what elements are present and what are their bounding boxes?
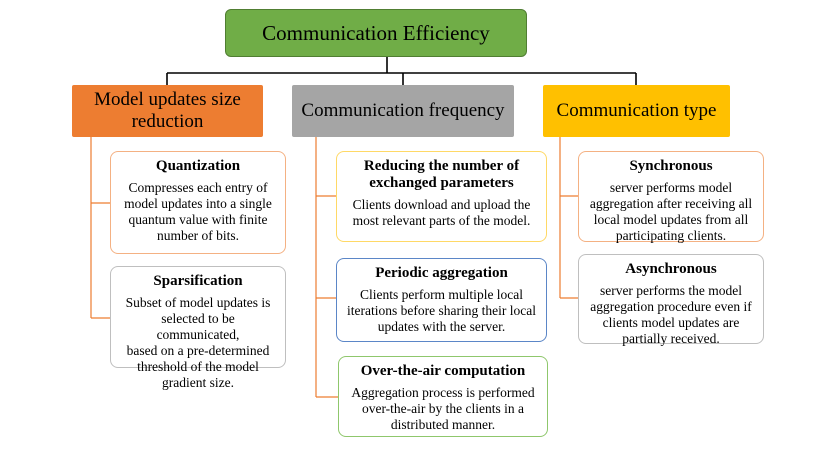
root-label: Communication Efficiency <box>262 20 490 45</box>
category-label-line: Communication type <box>556 100 717 121</box>
card-title: Sparsification <box>153 273 243 289</box>
card-title: Over-the-air computation <box>360 363 526 379</box>
card-description: Clients download and upload the most rel… <box>352 197 531 228</box>
category-communication-frequency: Communication frequency <box>292 85 514 137</box>
card-title: Quantization <box>155 158 241 174</box>
root-node: Communication Efficiency <box>225 9 527 57</box>
card-title: Periodic aggregation <box>375 265 508 281</box>
card-description: server performs model aggregation after … <box>589 180 753 243</box>
card-reducing-exchanged-parameters: Reducing the number of exchanged paramet… <box>336 151 547 242</box>
category-label-line: Communication frequency <box>301 100 505 121</box>
card-periodic-aggregation: Periodic aggregation Clients perform mul… <box>336 258 547 342</box>
card-quantization: Quantization Compresses each entry of mo… <box>110 151 286 254</box>
card-title: Synchronous <box>629 158 713 174</box>
card-description: server performs the model aggregation pr… <box>590 283 752 346</box>
category-model-updates-size-reduction: Model updates size reduction <box>72 85 263 137</box>
card-description: Clients perform multiple local iteration… <box>347 287 536 334</box>
card-title: Reducing the number of exchanged paramet… <box>363 158 520 191</box>
card-asynchronous: Asynchronous server performs the model a… <box>578 254 764 346</box>
card-title: Asynchronous <box>625 261 717 277</box>
card-description: Subset of model updates is selected to b… <box>125 295 271 390</box>
category-communication-type: Communication type <box>543 85 730 137</box>
card-over-the-air-computation: Over-the-air computation Aggregation pro… <box>338 356 548 437</box>
card-synchronous: Synchronous server performs model aggreg… <box>578 151 764 243</box>
card-description: Compresses each entry of model updates i… <box>124 180 272 243</box>
category-label-line: Model updates size <box>94 89 241 110</box>
card-sparsification: Sparsification Subset of model updates i… <box>110 266 286 390</box>
category-label-line: reduction <box>131 111 204 132</box>
card-description: Aggregation process is performed over-th… <box>351 385 535 432</box>
